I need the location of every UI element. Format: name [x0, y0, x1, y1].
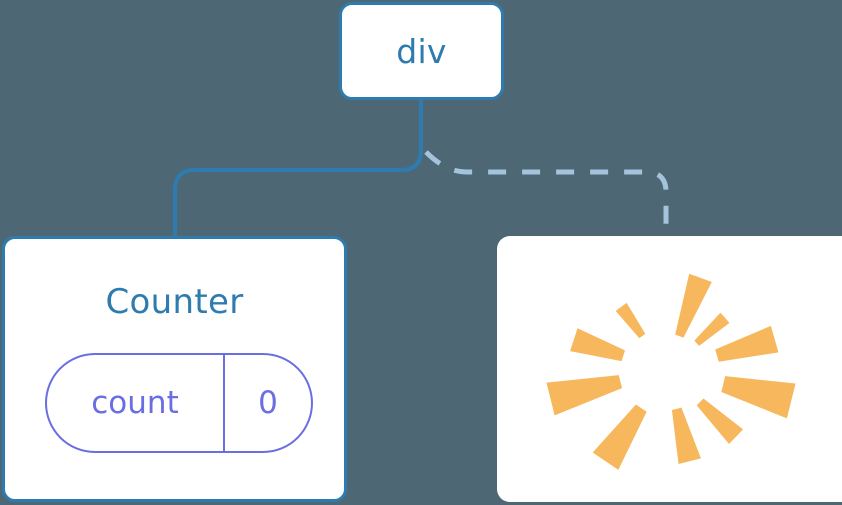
sunburst-wedge	[546, 375, 623, 416]
sunburst-wedge	[696, 398, 744, 444]
edge-div-to-counter	[173, 98, 423, 242]
sunburst-icon	[546, 273, 796, 470]
node-burst[interactable]	[497, 236, 842, 502]
sunburst-wedge	[615, 302, 646, 339]
node-div-label: div	[396, 31, 447, 71]
node-counter[interactable]: Counter count 0	[2, 236, 347, 502]
sunburst-wedge	[671, 407, 701, 464]
node-div[interactable]: div	[339, 2, 504, 100]
sunburst-wedge	[715, 325, 779, 362]
node-counter-label: Counter	[105, 282, 244, 322]
prop-pill-count[interactable]: count 0	[45, 353, 313, 453]
sunburst-wedge	[570, 328, 625, 362]
sunburst-wedge	[694, 312, 730, 346]
prop-value-count: 0	[258, 384, 278, 421]
sunburst-wedge	[592, 404, 647, 470]
sunburst-wedge	[721, 376, 796, 419]
sunburst-wedge	[675, 273, 712, 338]
edge-div-to-burst	[424, 150, 669, 240]
prop-key-count: count	[47, 355, 225, 451]
